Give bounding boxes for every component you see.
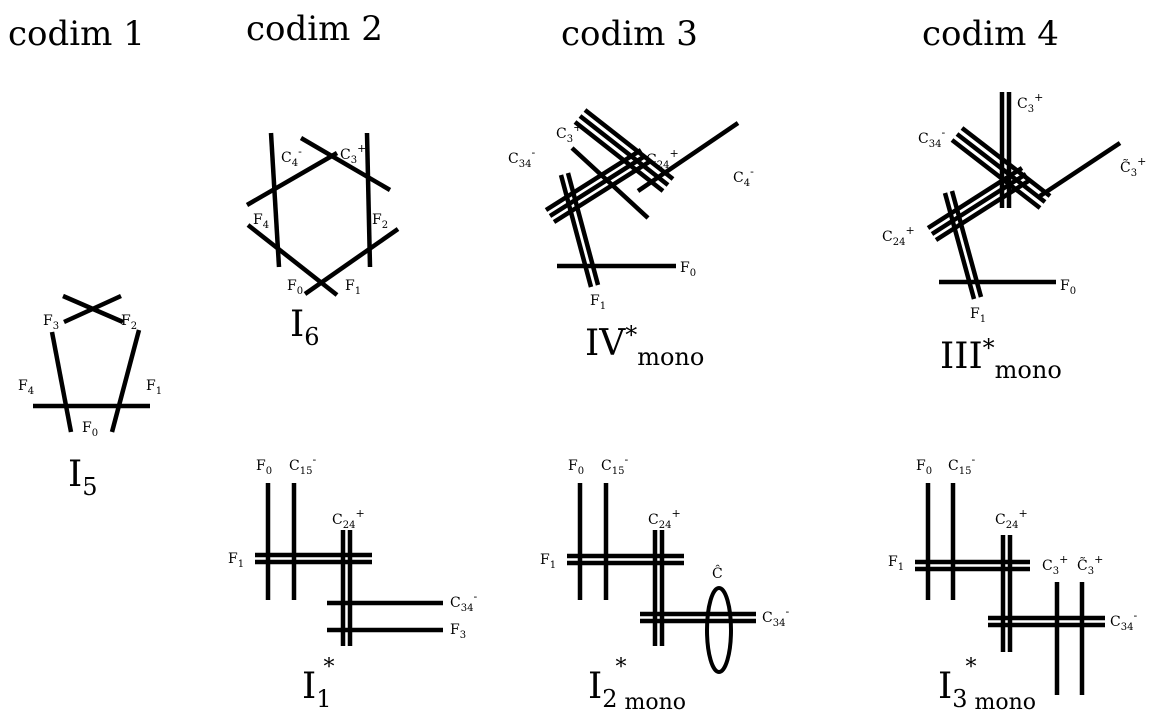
label-F4: F4 [18,378,34,397]
diagram-I2star: F0 C15- C24+ F1 Ĉ C34- I2*mono [540,453,789,713]
line-C3 [299,136,392,192]
diagram-name-IIImono: III*mono [940,334,1062,384]
double-F1 [567,553,684,566]
diagram-name-IVmono: IV*mono [585,321,704,371]
diagram-name-I2star: I2*mono [588,655,686,713]
label-C3: C3+ [1017,91,1043,115]
diagram-I6: C4- C3+ F4 F2 F0 F1 I6 [245,132,400,351]
triple-C3 [573,108,675,193]
label-F2: F2 [372,212,388,231]
label-F0: F0 [1060,278,1076,297]
triple-C24 [926,166,1032,242]
label-F1: F1 [228,551,244,570]
label-C15: C15- [601,453,628,477]
header-codim-3: codim 3 [561,14,698,54]
line-F4 [49,331,74,433]
label-C24: C24+ [646,147,679,171]
diagram-I5: F3 F2 F4 F1 F0 I5 [18,293,162,501]
label-C24: C24+ [995,507,1028,531]
header-codim-2: codim 2 [246,9,383,49]
line-F2 [63,293,122,325]
label-F1: F1 [540,552,556,571]
line-F1 [109,329,142,433]
double-F1 [915,559,1030,572]
label-C34: C34- [918,126,945,150]
label-F3: F3 [450,622,466,641]
triple-C34 [950,126,1052,210]
label-F3: F3 [43,313,59,332]
double-C24 [1000,535,1013,652]
label-F4: F4 [253,212,269,231]
diagram-IIImono: C3+ C34- C̃3+ C24+ F0 F1 III*mono [882,91,1146,384]
label-C-hat: Ĉ [712,564,723,582]
label-F0: F0 [916,458,932,477]
label-C3: C3+ [556,121,582,145]
double-C34 [640,611,756,624]
label-F1: F1 [970,306,986,325]
label-C3: C3+ [340,142,366,166]
header-codim-1: codim 1 [8,14,145,54]
label-C3: C3+ [1042,553,1068,577]
label-C34: C34- [450,590,477,614]
label-C3-tilde: C̃3+ [1120,155,1146,179]
label-C15: C15- [289,453,316,477]
label-C34: C34- [762,605,789,629]
line-F1 [303,227,400,296]
diagram-name-I5: I5 [68,454,98,501]
diagram-name-I3star: I3*mono [938,655,1036,713]
label-F1: F1 [345,278,361,297]
label-C34: C34- [508,146,535,170]
double-F1 [255,552,372,565]
label-C3-tilde: C̃3+ [1077,553,1103,577]
double-C34 [988,615,1105,628]
diagram-I3star: F0 C15- C24+ F1 C3+ C̃3+ C34- I3*mono [888,453,1137,713]
label-C4: C4- [733,165,754,189]
double-C24 [652,530,665,646]
label-C24: C24+ [332,507,365,531]
triple-C24 [544,148,651,224]
label-C24: C24+ [882,224,915,248]
label-F0: F0 [680,260,696,279]
label-F0: F0 [256,458,272,477]
diagram-IVmono: C3+ C34- C24+ C4- F0 F1 IV*mono [508,108,754,371]
label-F1: F1 [888,554,904,573]
line-C4 [245,151,339,207]
header-codim-4: codim 4 [922,14,1059,54]
line-F4-left [268,132,282,268]
diagram-I1star: F0 C15- C24+ F1 C34- F3 I1* [228,453,477,713]
loop-C-hat [705,586,733,674]
label-C34: C34- [1110,609,1137,633]
line-C4 [636,121,740,193]
label-C24: C24+ [648,507,681,531]
diagram-name-I6: I6 [290,304,320,351]
double-C24 [340,530,353,646]
line-C3-tilde [1038,141,1122,198]
label-C15: C15- [948,453,975,477]
diagram-name-I1star: I1* [302,655,335,713]
label-F0: F0 [568,458,584,477]
line-F2-right [364,132,373,268]
label-F0: F0 [287,278,303,297]
label-F1: F1 [146,378,162,397]
label-C4: C4- [281,145,302,169]
label-F2: F2 [121,313,137,332]
line-C34 [570,146,650,220]
label-F0: F0 [82,420,98,439]
label-F1: F1 [590,293,606,312]
